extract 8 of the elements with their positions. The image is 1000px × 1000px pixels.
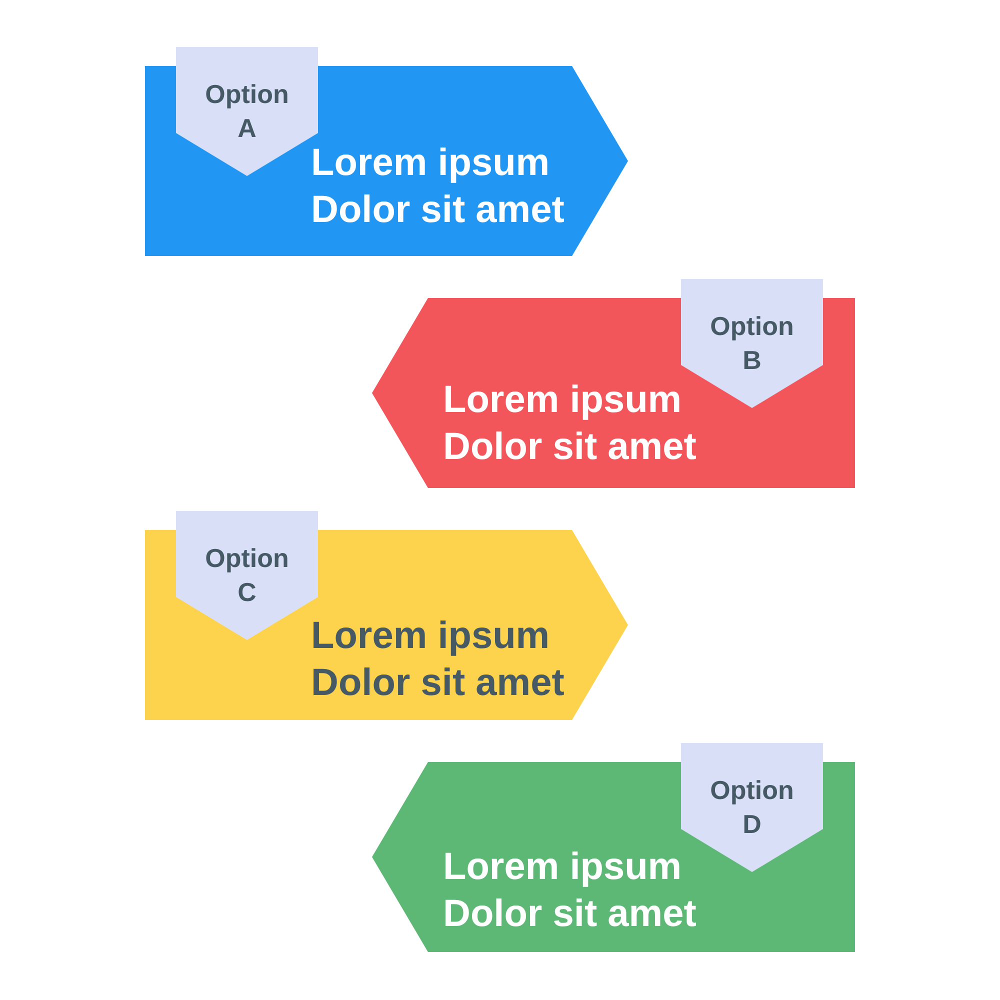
tag-label: Option C — [204, 542, 290, 609]
banner-text: Lorem ipsum Dolor sit amet — [443, 378, 698, 470]
tag-label: Option B — [709, 310, 795, 377]
tag-label: Option D — [709, 774, 795, 841]
banner-text: Lorem ipsum Dolor sit amet — [443, 845, 698, 937]
banner-text: Lorem ipsum Dolor sit amet — [311, 614, 566, 706]
banner-text: Lorem ipsum Dolor sit amet — [311, 141, 566, 233]
tag-label: Option A — [204, 78, 290, 145]
